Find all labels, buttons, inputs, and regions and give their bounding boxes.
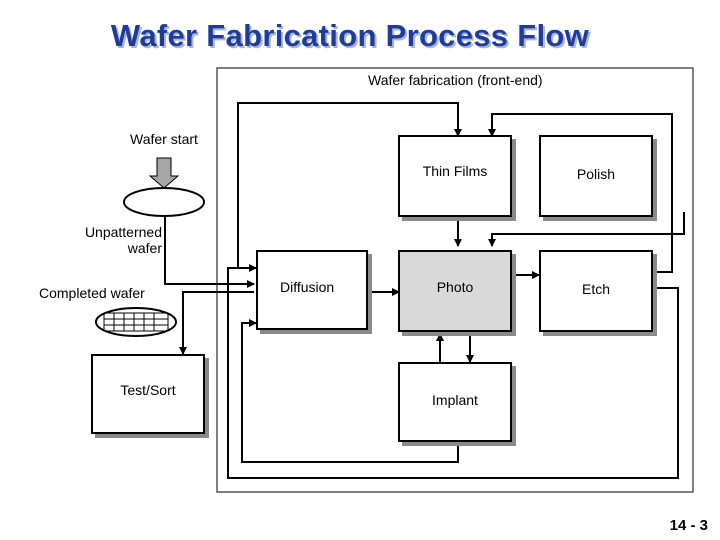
page-title: Wafer Fabrication Process Flow	[110, 18, 590, 53]
unpatterned-line1: Unpatterned	[84, 224, 162, 240]
thin-films-label: Thin Films	[422, 163, 488, 179]
photo-box: Photo	[398, 250, 512, 332]
completed-wafer-icon	[95, 307, 177, 337]
diffusion-box: Diffusion	[256, 250, 368, 330]
unpatterned-line2: wafer	[127, 240, 162, 256]
etch-return-loop	[227, 264, 679, 479]
implant-return-loop	[241, 319, 459, 463]
diffusion-to-thinfilms-connector	[237, 102, 462, 268]
polish-box: Polish	[539, 135, 653, 217]
diffusion-label: Diffusion	[280, 279, 335, 295]
polish-label: Polish	[576, 166, 616, 182]
front-end-region	[216, 67, 694, 493]
front-end-label: Wafer fabrication (front-end)	[368, 72, 543, 88]
unpatterned-wafer-label: Unpatterned wafer	[84, 224, 162, 256]
photo-label: Photo	[436, 279, 474, 295]
wafer-start-arrow	[148, 157, 180, 189]
unpatterned-wafer-icon	[123, 187, 205, 217]
etch-label: Etch	[581, 281, 610, 297]
polish-to-photo-connector	[488, 212, 685, 247]
thin-films-box: Thin Films	[398, 135, 512, 217]
page-number: 14 - 3	[669, 517, 708, 534]
unpatterned-to-diffusion-connector	[164, 216, 255, 288]
implant-box: Implant	[398, 362, 512, 442]
etch-to-thinfilms-connector	[488, 113, 673, 273]
test-sort-box: Test/Sort	[91, 354, 205, 434]
completed-wafer-label: Completed wafer	[39, 285, 145, 301]
test-sort-label: Test/Sort	[120, 382, 176, 398]
implant-label: Implant	[432, 392, 478, 408]
to-testsort-connector	[179, 291, 254, 355]
wafer-start-label: Wafer start	[130, 131, 198, 147]
etch-box: Etch	[539, 250, 653, 332]
